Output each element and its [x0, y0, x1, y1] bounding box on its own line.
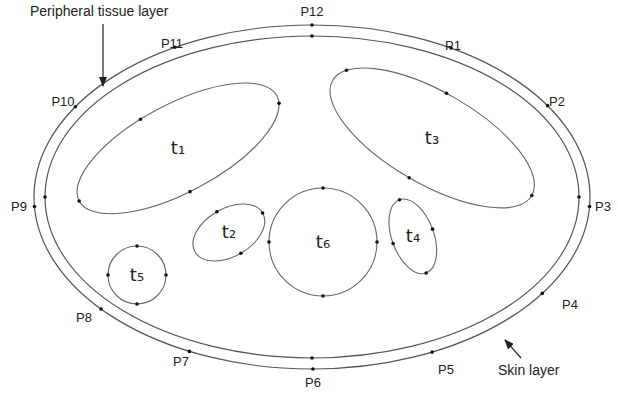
tissue-region: t₆	[267, 186, 379, 298]
region-ellipse	[269, 188, 377, 296]
probe-label: P3	[595, 200, 611, 214]
probe-label: P12	[300, 5, 323, 19]
peripheral-pointer	[102, 24, 103, 86]
measure-dot	[398, 198, 402, 202]
probe-label: P10	[51, 95, 74, 109]
region-label: t₄	[406, 226, 420, 246]
probe-dot	[33, 205, 37, 209]
tissue-region: t₁	[75, 81, 281, 216]
measure-dot	[188, 189, 192, 193]
measure-dot	[215, 209, 219, 213]
measure-dot	[277, 101, 281, 105]
region-ellipse	[380, 192, 446, 280]
measure-dot	[135, 244, 139, 248]
region-ellipse	[58, 57, 297, 240]
region-ellipse	[183, 192, 275, 273]
probe-label: P7	[173, 355, 189, 369]
probe-dot	[430, 350, 434, 354]
probe-dot	[311, 367, 315, 371]
probe-label: P11	[161, 37, 183, 51]
probe-label: P4	[562, 298, 578, 312]
probe-dot	[310, 356, 314, 360]
tissue-region: t₃	[328, 66, 536, 210]
region-label: t₂	[222, 222, 236, 242]
region-ellipse	[108, 246, 166, 304]
layer-label: Peripheral tissue layer	[30, 4, 169, 19]
probe-dot	[540, 292, 544, 296]
measure-dot	[267, 240, 271, 244]
region-label: t₆	[316, 232, 330, 252]
tissue-region: t₅	[106, 244, 168, 306]
skin-inner-outline	[45, 36, 579, 358]
measure-dot	[375, 240, 379, 244]
probe-label: P8	[76, 311, 92, 325]
tissue-region: t₄	[387, 197, 439, 276]
measure-dot	[164, 273, 168, 277]
probe-label: P6	[305, 376, 321, 390]
region-label: t₁	[171, 138, 185, 158]
probe-dot	[588, 205, 592, 209]
region-label: t₅	[130, 265, 144, 285]
probe-label: P2	[549, 95, 565, 109]
probe-dot	[99, 307, 103, 311]
measure-dot	[239, 251, 243, 255]
measure-dot	[77, 199, 81, 203]
measure-dot	[106, 273, 110, 277]
region-ellipse	[309, 41, 554, 236]
probe-dots	[33, 23, 592, 371]
skin-pointer	[505, 340, 521, 358]
probe-label: P9	[11, 200, 27, 214]
measure-dot	[139, 117, 143, 121]
probe-dot	[43, 195, 47, 199]
measure-dot	[530, 194, 534, 198]
measure-dot	[391, 241, 395, 245]
layer-label: Skin layer	[498, 363, 559, 378]
probe-label: P1	[445, 39, 461, 53]
skin-outer-outline	[34, 25, 590, 369]
measure-dot	[431, 227, 435, 231]
probe-dot	[577, 195, 581, 199]
probe-dot	[310, 23, 314, 27]
probe-dot	[546, 104, 550, 108]
probe-dot	[188, 350, 192, 354]
measure-dot	[407, 176, 411, 180]
measure-dot	[135, 302, 139, 306]
measure-dot	[425, 271, 429, 275]
measure-dot	[344, 69, 348, 73]
region-label: t₃	[425, 128, 439, 148]
probe-dot	[310, 34, 314, 38]
measure-dot	[321, 186, 325, 190]
measure-dot	[321, 294, 325, 298]
probe-label: P5	[438, 363, 454, 377]
measure-dot	[444, 92, 448, 96]
measure-dot	[261, 211, 265, 215]
tissue-region: t₂	[191, 202, 267, 263]
